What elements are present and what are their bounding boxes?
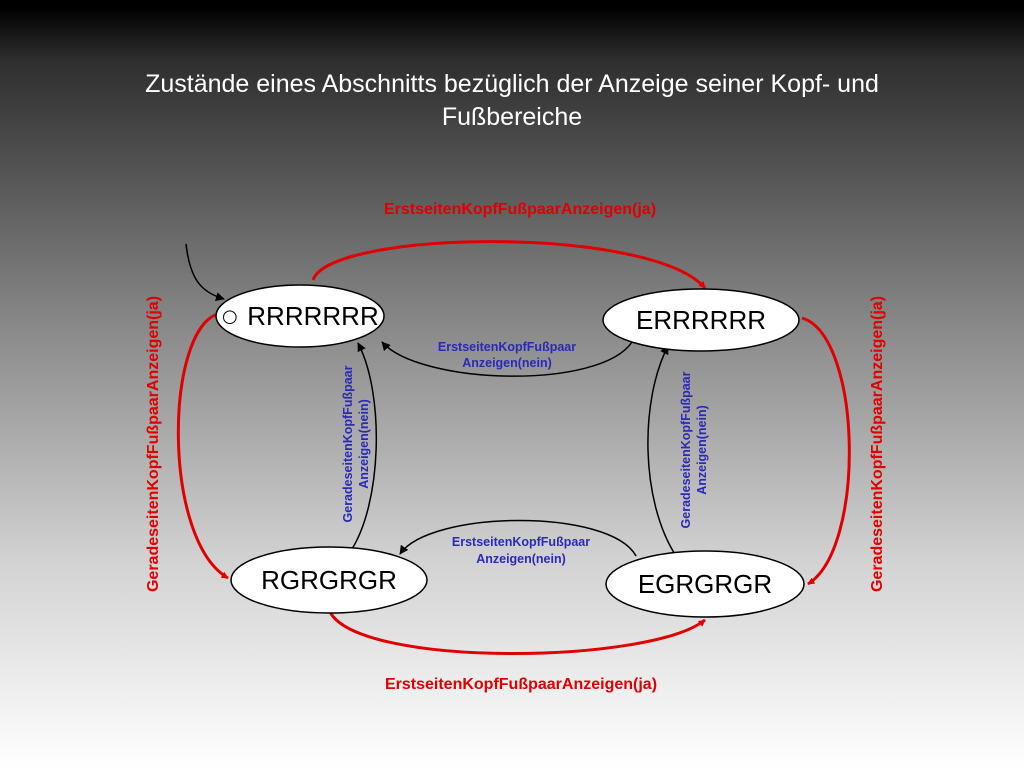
initial-arrow <box>185 243 225 302</box>
label-left-ja: GeradeseitenKopfFußpaarAnzeigen(ja) <box>145 296 162 592</box>
svg-text:Anzeigen(nein): Anzeigen(nein) <box>462 356 552 370</box>
title-line-1: Zustände eines Abschnitts bezüglich der … <box>145 70 879 98</box>
edge-right-nein <box>647 345 677 557</box>
svg-text:ErstseitenKopfFußpaar: ErstseitenKopfFußpaar <box>452 535 590 549</box>
state-rgrgrgr[interactable]: RGRGRGR <box>230 546 428 614</box>
svg-text:GeradeseitenKopfFußpaar: GeradeseitenKopfFußpaar <box>679 371 693 528</box>
edge-bottom-nein <box>399 519 637 557</box>
state-label-eg: EGRGRGR <box>638 569 772 599</box>
svg-text:Anzeigen(nein): Anzeigen(nein) <box>357 399 371 489</box>
edge-left-ja <box>176 312 229 580</box>
edge-top-ja <box>311 240 707 289</box>
label-bottom-ja: ErstseitenKopfFußpaarAnzeigen(ja) <box>385 676 657 693</box>
label-bottom-nein: ErstseitenKopfFußpaar Anzeigen(nein) <box>452 535 590 566</box>
edge-right-ja <box>801 316 851 586</box>
title-line-2: Fußbereiche <box>441 103 583 131</box>
state-errrrrr[interactable]: ERRRRRR <box>602 288 800 352</box>
edge-bottom-ja <box>328 611 706 655</box>
page-title: Zustände eines Abschnitts bezüglich der … <box>60 68 964 134</box>
label-left-nein: GeradeseitenKopfFußpaar Anzeigen(nein) <box>341 365 371 522</box>
label-right-ja: GeradeseitenKopfFußpaarAnzeigen(ja) <box>869 296 886 592</box>
state-rrrrrrr[interactable]: ○ RRRRRRR <box>215 284 385 348</box>
edge-top-nein <box>381 341 633 377</box>
state-egrgrgr[interactable]: EGRGRGR <box>605 550 805 618</box>
label-right-nein: GeradeseitenKopfFußpaar Anzeigen(nein) <box>679 371 709 528</box>
edge-left-nein <box>349 342 378 553</box>
svg-text:ErstseitenKopfFußpaar: ErstseitenKopfFußpaar <box>438 340 576 354</box>
svg-text:Anzeigen(nein): Anzeigen(nein) <box>695 405 709 495</box>
state-label-rr: RRRRRRR <box>247 301 378 331</box>
svg-text:GeradeseitenKopfFußpaar: GeradeseitenKopfFußpaar <box>341 365 355 522</box>
initial-marker: ○ <box>222 306 238 327</box>
label-top-nein: ErstseitenKopfFußpaar Anzeigen(nein) <box>438 340 576 370</box>
label-top-ja: ErstseitenKopfFußpaarAnzeigen(ja) <box>384 201 656 218</box>
svg-text:Anzeigen(nein): Anzeigen(nein) <box>476 552 566 566</box>
state-label-er: ERRRRRR <box>636 305 766 335</box>
state-label-rg: RGRGRGR <box>261 565 397 595</box>
